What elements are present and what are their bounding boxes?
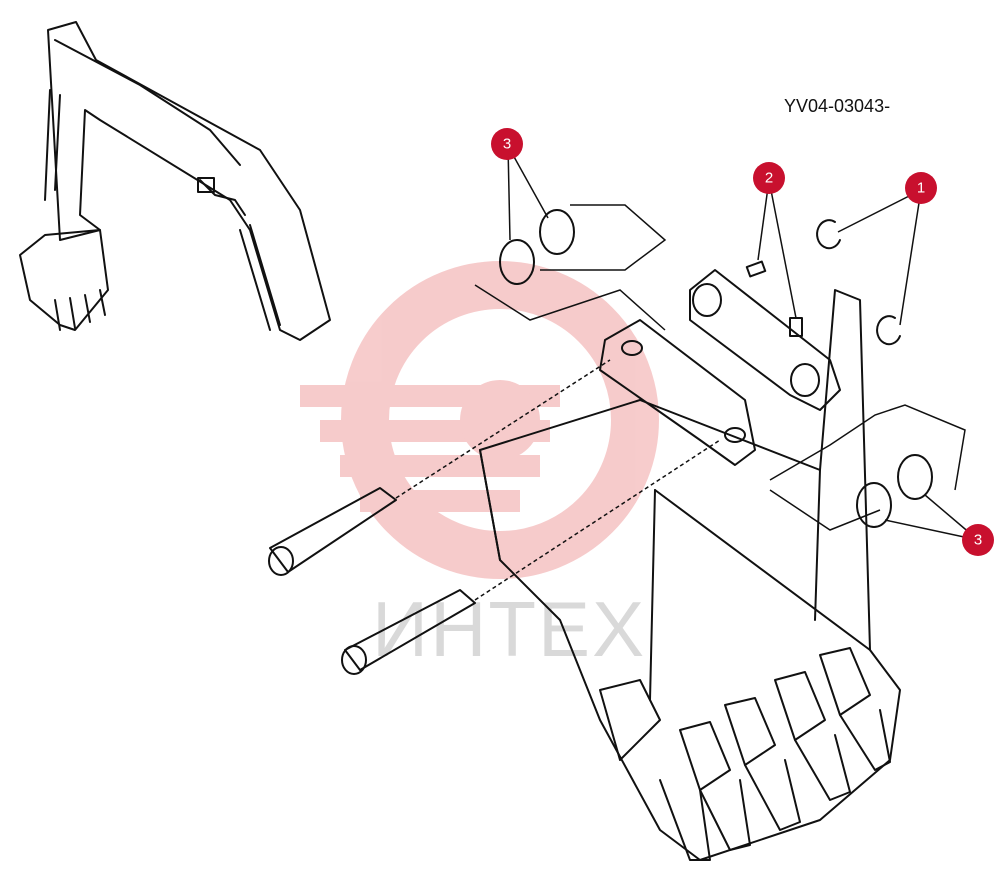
callout-3-right: 3	[962, 524, 994, 556]
svg-text:3: 3	[974, 532, 982, 549]
shims-and-washers	[474, 204, 966, 531]
callout-3-top: 3	[491, 128, 523, 160]
svg-text:1: 1	[917, 180, 925, 197]
excavator-arm-sketch	[19, 21, 331, 341]
watermark-logo	[300, 261, 659, 579]
svg-text:3: 3	[503, 136, 511, 153]
svg-text:2: 2	[765, 170, 773, 187]
watermark-text: ИНТЕХ	[372, 585, 646, 673]
bucket	[479, 269, 901, 861]
callout-2: 2	[753, 162, 785, 194]
bucket-pins	[268, 359, 721, 675]
callout-1: 1	[905, 172, 937, 204]
drawing-code: YV04-03043-	[784, 96, 890, 116]
